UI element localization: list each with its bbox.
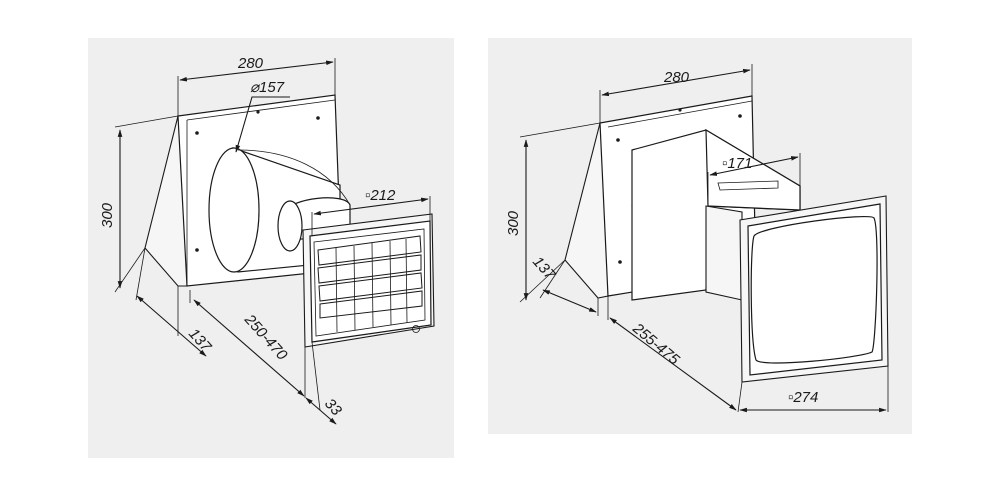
left-dim-diameter: ⌀157 — [250, 79, 285, 96]
right-dim-duct: ▫171 — [722, 155, 752, 172]
right-dim-length: 255-475 — [629, 319, 683, 368]
right-dim-depth: 137 — [529, 253, 559, 283]
right-dim-front: ▫274 — [788, 389, 818, 406]
left-grille — [302, 213, 435, 348]
left-tube-end — [208, 147, 260, 273]
right-front-panel — [739, 195, 889, 383]
left-dim-grille-depth: 33 — [321, 395, 345, 419]
left-dim-depth: 137 — [185, 325, 215, 355]
left-dim-height: 300 — [99, 202, 116, 228]
left-unit-drawing: 280 ⌀157 ▫212 300 137 250-470 — [99, 55, 435, 425]
right-dim-height: 300 — [505, 210, 522, 236]
left-dim-length: 250-470 — [240, 311, 291, 365]
left-dim-grille: ▫212 — [365, 187, 396, 204]
left-dim-width: 280 — [237, 55, 264, 72]
right-unit-drawing: 280 ▫171 300 137 255-475 ▫274 — [505, 64, 889, 413]
right-dim-width: 280 — [663, 69, 690, 86]
